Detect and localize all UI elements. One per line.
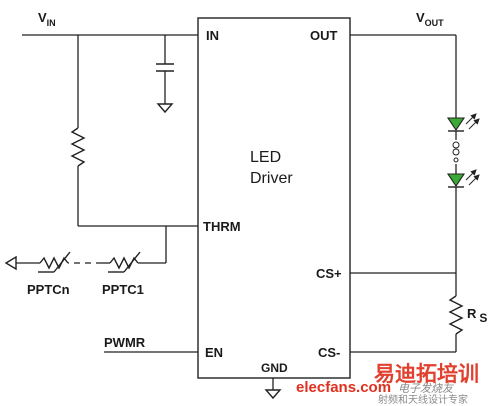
pin-thrm-label: THRM	[203, 219, 241, 234]
pptcn-label: PPTCn	[27, 282, 70, 297]
vout-label: VOUT	[416, 10, 444, 28]
watermark-slogan: 射频和天线设计专家	[378, 393, 468, 406]
pin-in-label: IN	[206, 28, 219, 43]
pin-gnd-label: GND	[261, 361, 288, 375]
vin-label: VIN	[38, 10, 56, 28]
chip-title-line1: LED	[250, 149, 281, 166]
pin-out-label: OUT	[310, 28, 338, 43]
pptcn-thermistor	[39, 256, 69, 270]
pin-en-label: EN	[205, 345, 223, 360]
pin-csplus-label: CS+	[316, 266, 342, 281]
gnd-icon	[264, 389, 282, 400]
pptc1-label: PPTC1	[102, 282, 144, 297]
driver-ic-box	[197, 17, 351, 379]
led-1-icon	[446, 117, 466, 131]
chip-title-line2: Driver	[250, 170, 293, 187]
pptc-ground-icon	[4, 255, 17, 271]
pptc1-thermistor	[109, 256, 139, 270]
led-chain-dot	[452, 141, 460, 149]
pin-csminus-label: CS-	[318, 345, 340, 360]
watermark-cn-site: 电子发烧友	[398, 382, 455, 395]
cap-ground-icon	[156, 103, 174, 114]
sense-resistor	[448, 295, 464, 335]
bias-resistor	[70, 127, 86, 167]
watermark-brand: 易迪拓培训	[374, 362, 479, 386]
led-2-icon	[446, 173, 466, 187]
pwmr-label: PWMR	[104, 335, 146, 350]
watermark-site: elecfans.com	[296, 379, 391, 396]
